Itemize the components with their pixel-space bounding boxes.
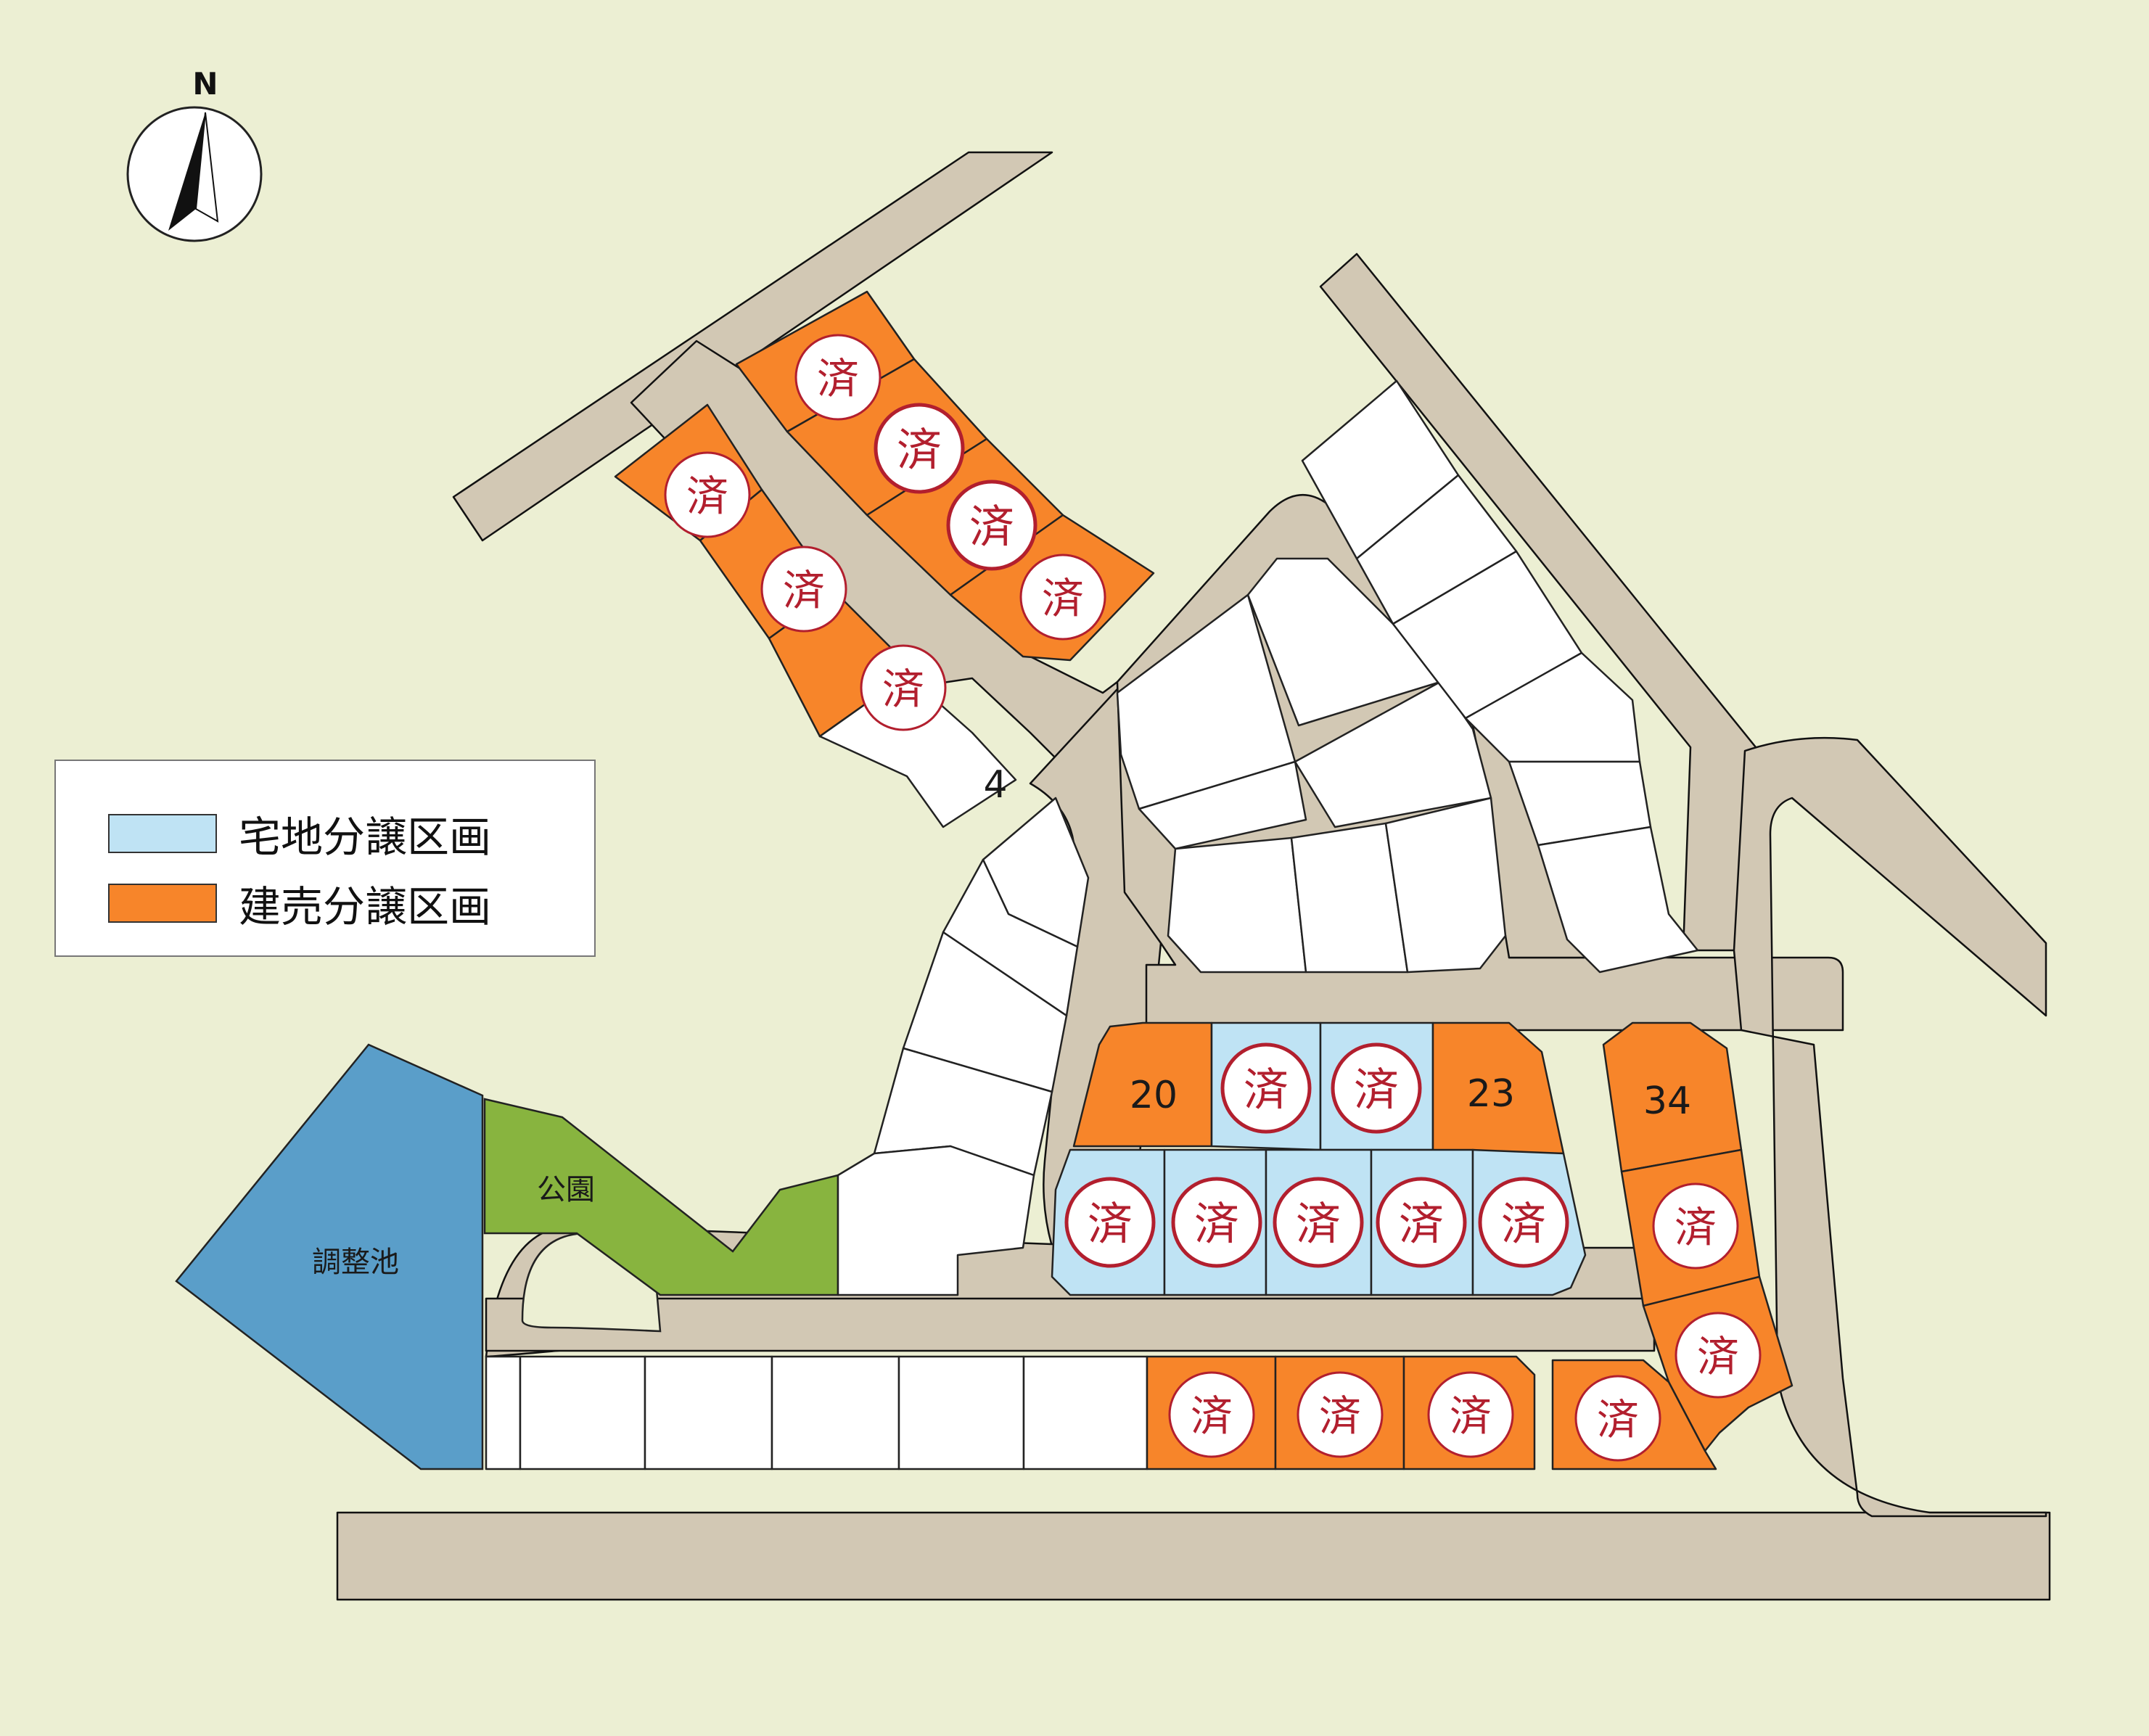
legend-label: 建売分譲区画 bbox=[239, 882, 492, 931]
svg-text:済: 済 bbox=[1191, 1391, 1233, 1441]
lots-central-block bbox=[1116, 557, 1507, 974]
road-south-main bbox=[336, 1511, 2051, 1601]
compass-needle-light bbox=[194, 112, 219, 223]
svg-text:済: 済 bbox=[1088, 1198, 1133, 1251]
lot-number-20: 20 bbox=[1130, 1074, 1178, 1117]
legend-swatch-orange bbox=[108, 884, 217, 923]
svg-text:済: 済 bbox=[1450, 1391, 1492, 1441]
legend: 宅地分譲区画 建売分譲区画 bbox=[54, 760, 596, 957]
road-northwest-diagonal bbox=[452, 151, 1053, 542]
legend-label: 宅地分譲区画 bbox=[239, 813, 492, 862]
lot bbox=[837, 1145, 1035, 1296]
sold-stamp: 済 bbox=[1171, 1177, 1262, 1268]
sold-stamp: 済 bbox=[1427, 1371, 1514, 1458]
sold-stamp: 済 bbox=[1019, 554, 1106, 641]
svg-text:済: 済 bbox=[686, 472, 728, 521]
lot bbox=[1022, 1355, 1149, 1470]
lots-west-strip bbox=[837, 797, 1090, 1296]
lot-number-4: 4 bbox=[983, 763, 1007, 807]
lot bbox=[1537, 826, 1699, 974]
sold-stamp: 済 bbox=[760, 546, 847, 633]
sold-stamps: 済 済 済 済 済 済 済 済 済 済 済 済 済 済 済 済 済 済 済 済 bbox=[664, 334, 1762, 1462]
svg-text:済: 済 bbox=[882, 665, 924, 714]
lot bbox=[771, 1355, 900, 1470]
sold-stamp: 済 bbox=[1675, 1312, 1762, 1399]
road-lower-band bbox=[485, 1297, 1656, 1352]
lot bbox=[1167, 836, 1307, 974]
lot bbox=[1464, 651, 1641, 763]
sold-stamp: 済 bbox=[1376, 1177, 1467, 1268]
lot bbox=[644, 1355, 773, 1470]
park-label: 公園 bbox=[537, 1173, 595, 1206]
lot-23 bbox=[1431, 1021, 1565, 1155]
svg-text:済: 済 bbox=[783, 566, 825, 615]
sold-stamp: 済 bbox=[1297, 1371, 1384, 1458]
sold-stamp: 済 bbox=[860, 644, 947, 731]
svg-text:済: 済 bbox=[1296, 1198, 1341, 1251]
sold-stamp: 済 bbox=[1220, 1042, 1312, 1134]
svg-text:済: 済 bbox=[1597, 1395, 1639, 1444]
lot-number-23: 23 bbox=[1467, 1072, 1515, 1116]
pond-label: 調整池 bbox=[312, 1246, 399, 1279]
sold-stamp: 済 bbox=[946, 480, 1037, 571]
svg-text:済: 済 bbox=[1697, 1332, 1739, 1381]
sold-stamp: 済 bbox=[1273, 1177, 1364, 1268]
lot bbox=[485, 1355, 522, 1470]
svg-text:済: 済 bbox=[1675, 1203, 1717, 1252]
sold-stamp: 済 bbox=[1652, 1182, 1739, 1270]
sold-stamp: 済 bbox=[1064, 1177, 1156, 1268]
sold-stamp: 済 bbox=[1478, 1177, 1569, 1268]
svg-text:済: 済 bbox=[1042, 574, 1084, 623]
svg-text:済: 済 bbox=[1501, 1198, 1546, 1251]
lots-east-strip bbox=[1301, 379, 1699, 974]
lot-number-34: 34 bbox=[1643, 1079, 1691, 1123]
svg-text:済: 済 bbox=[1399, 1198, 1444, 1251]
pond-area bbox=[175, 1043, 484, 1470]
lot bbox=[519, 1355, 646, 1470]
legend-swatch-blue bbox=[108, 814, 217, 853]
svg-text:済: 済 bbox=[1354, 1064, 1399, 1116]
road-east-curve bbox=[1733, 736, 2047, 1518]
compass: N bbox=[126, 66, 263, 242]
lot bbox=[897, 1355, 1025, 1470]
svg-text:済: 済 bbox=[897, 424, 942, 477]
legend-item-residential-lot: 宅地分譲区画 bbox=[108, 803, 491, 864]
svg-text:済: 済 bbox=[1319, 1391, 1361, 1441]
sold-stamp: 済 bbox=[874, 403, 965, 494]
sold-stamp: 済 bbox=[1168, 1371, 1255, 1458]
svg-text:済: 済 bbox=[969, 501, 1014, 554]
lot bbox=[1138, 760, 1307, 850]
svg-text:済: 済 bbox=[817, 354, 859, 403]
svg-text:済: 済 bbox=[1244, 1064, 1289, 1116]
sold-stamp: 済 bbox=[794, 334, 882, 421]
sold-stamp: 済 bbox=[664, 451, 751, 538]
compass-label: N bbox=[192, 66, 218, 102]
lot bbox=[1384, 797, 1507, 974]
svg-text:済: 済 bbox=[1194, 1198, 1239, 1251]
lot bbox=[1294, 680, 1492, 828]
legend-item-built-house-lot: 建売分譲区画 bbox=[108, 873, 491, 934]
sold-stamp: 済 bbox=[1331, 1042, 1422, 1134]
sold-stamp: 済 bbox=[1574, 1375, 1661, 1462]
